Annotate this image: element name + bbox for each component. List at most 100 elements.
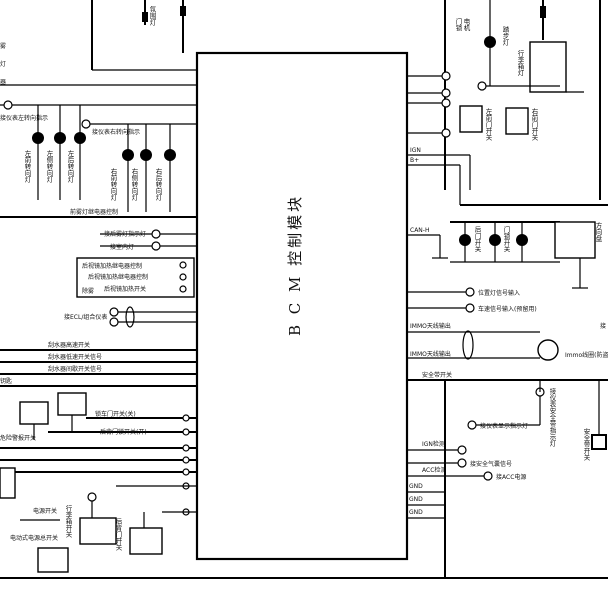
door-switch-box-1 [459, 105, 483, 133]
door-switch-box-2 [505, 107, 529, 135]
bcm-module-box [195, 51, 409, 561]
label-top-left-fog3: 器 [0, 79, 6, 86]
label-inst-airbag: 接安全气囊信号 [470, 460, 512, 468]
label-rear-left-turn: 左后转向灯 [66, 149, 74, 184]
label-start-sw: 电源开关 [33, 507, 57, 515]
label-inst-seatbelt: 接仪表安全带指示灯 [548, 387, 556, 448]
label-inst-turn-left: 接仪表左转向指示 [0, 114, 48, 122]
lamp-front-left-icon [32, 132, 44, 144]
pin-unlock [182, 414, 190, 422]
lamp-rear-left-icon [74, 132, 86, 144]
lamp-rear-right-icon [164, 149, 176, 161]
pin-defog-2 [179, 273, 187, 281]
label-inst-inner: 接室内灯 [110, 243, 134, 251]
label-immo-ant-1: IMMO天线输出 [410, 322, 451, 330]
label-defog: 除雾 [82, 287, 94, 295]
label-heat-mirror: 后视镜加热继电器控制 [82, 262, 142, 270]
lamp-front-right-icon [122, 149, 134, 161]
label-wiper-lo: 刮水器低速开关信号 [48, 353, 102, 361]
label-immo-ant-2: IMMO天线输出 [410, 350, 451, 358]
label-seatbelt-sw: 安全带开关 [422, 371, 452, 379]
lamp-side-right-icon [140, 149, 152, 161]
trunk-switch-box [129, 527, 163, 555]
lamp-right-1-icon [459, 234, 471, 246]
child-lock-box [37, 547, 69, 573]
label-wiper-hi: 刮水器高速开关 [48, 341, 90, 349]
label-lock-sw: 行李箱开关 [64, 504, 72, 539]
label-right-edge-2: 安全带开关 [582, 427, 590, 462]
twist-bcl-icon [125, 306, 135, 328]
lamp-side-left-icon [54, 132, 66, 144]
lamp-right-2-icon [489, 234, 501, 246]
label-can-h: CAN-H [410, 227, 429, 234]
pin-inner-light [151, 241, 161, 251]
pin-inst-turn-left [3, 100, 13, 110]
pin-inst-turn-right [81, 119, 91, 129]
trunk-light-box [529, 41, 567, 93]
pin-448 [182, 444, 190, 452]
pin-acc-in [483, 471, 493, 481]
label-gnd-3: GND [409, 509, 423, 516]
pin-speed [465, 303, 475, 313]
label-mid-inst: 接仪表显示指示灯 [480, 422, 528, 430]
pin-airbag [457, 458, 467, 468]
label-gnd-2: GND [409, 496, 423, 503]
label-front-fog-ctrl: 前雾灯继电器控制 [70, 208, 118, 216]
label-inst-turn-right: 接仪表右转向指示 [92, 128, 140, 136]
label-wiper-int: 刮水器间歇开关信号 [48, 365, 102, 373]
label-door-switch-l: 门锁 [454, 17, 462, 33]
label-rear-def: 后视镜加热继电器控制 [88, 273, 148, 281]
pin-472 [182, 468, 190, 476]
label-top-left-fog2: 灯 [0, 60, 6, 68]
lamp-right-3-icon [516, 234, 528, 246]
label-child-lock: 电动式电源总开关 [10, 534, 58, 542]
label-ign: IGN [410, 147, 421, 154]
label-pos-lamp: 位置灯信号输入 [478, 289, 520, 297]
right-side-lamps [459, 222, 528, 262]
pin-r103 [441, 98, 451, 108]
label-top-left-fog: 雾 [0, 42, 6, 50]
pin-rear-door [182, 428, 190, 436]
label-b-plus: B+ [410, 157, 419, 164]
label-front-right-turn: 右前转向灯 [109, 167, 117, 202]
label-rear-right-turn: 右后转向灯 [154, 167, 162, 202]
label-gnd-1: GND [409, 483, 423, 490]
label-side-left-turn: 左侧转向灯 [45, 149, 53, 184]
label-unlock: 锁车门开关(关) [95, 410, 136, 418]
label-door-rl-sw: 后门开关 [473, 225, 481, 254]
twist-immo-icon [462, 330, 474, 360]
label-trunk-light: 行李箱灯 [516, 49, 524, 78]
label-inst-rear-fog: 接后雾灯指示灯 [104, 230, 146, 238]
label-right-edge-3: 方向盘 [594, 221, 602, 242]
label-door-switch-l2: 电机 [462, 17, 470, 33]
label-acc-ind: 接ACC电源 [496, 473, 526, 481]
label-front-left-turn: 左前转向灯 [23, 149, 31, 184]
label-inst-bcl: 接ECL/组合仪表 [64, 313, 107, 321]
right-relay-box [554, 221, 596, 259]
switch-box-2 [57, 392, 87, 416]
label-door-switch-r: 门锁开关 [502, 225, 510, 254]
hazard-switch-box [0, 467, 16, 499]
label-acc-in: ACC检测 [422, 466, 446, 474]
switch-box-1 [19, 401, 49, 425]
pin-bcl-1 [109, 307, 119, 317]
pin-r93 [441, 88, 451, 98]
seatbelt-switch-icon [591, 434, 607, 450]
left-turn-lamps [32, 105, 86, 200]
label-step-light: 踏步灯 [501, 25, 509, 47]
pin-rear-fog-ind [151, 229, 161, 239]
label-side-right-turn: 右侧转向灯 [130, 167, 138, 202]
pin-defog-1 [179, 261, 187, 269]
label-door-r-sw: 右前门开关 [530, 107, 538, 142]
pin-460 [182, 456, 190, 464]
lock-switch-box [79, 517, 117, 545]
fuse-top2-icon [142, 12, 148, 22]
immo-coil-icon [537, 339, 559, 361]
label-dome-light: 氛围灯 [148, 5, 156, 27]
pin-defog-3 [179, 285, 187, 293]
pin-ign-in [457, 445, 467, 455]
right-turn-lamps [122, 124, 176, 212]
label-key: 钥匙 [0, 377, 12, 385]
defog-group-box [76, 257, 195, 298]
